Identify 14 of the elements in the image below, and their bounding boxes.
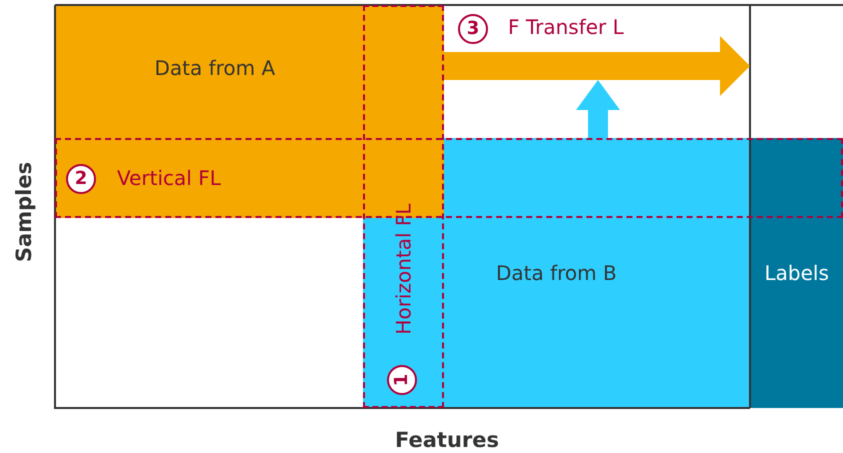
dashed-region bbox=[363, 5, 444, 408]
region-label: Vertical FL bbox=[117, 166, 221, 190]
region-label: Horizontal FL bbox=[391, 203, 416, 335]
callout-number: 3 bbox=[458, 14, 488, 44]
data-block bbox=[750, 138, 843, 408]
block-label: Data from B bbox=[496, 261, 617, 285]
region-label: F Transfer L bbox=[508, 15, 624, 39]
block-arrow bbox=[576, 80, 620, 138]
axis-title: Samples bbox=[12, 162, 36, 262]
block-arrow bbox=[444, 36, 750, 96]
data-block bbox=[363, 138, 750, 408]
block-label: Labels bbox=[764, 261, 829, 285]
block-label: Data from A bbox=[154, 56, 276, 80]
axis-title: Features bbox=[395, 428, 499, 452]
